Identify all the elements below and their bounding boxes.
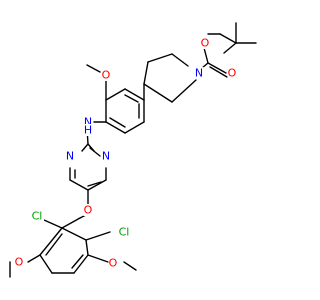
bond xyxy=(207,62,227,74)
atom-label-cl: Cl xyxy=(119,226,130,239)
bond xyxy=(124,94,139,103)
bond xyxy=(87,254,109,263)
atom-label-background xyxy=(194,67,204,79)
atom-label-background xyxy=(65,150,75,162)
bond xyxy=(43,219,63,229)
atom-label-background xyxy=(101,69,111,81)
atom-label-background xyxy=(83,124,93,136)
bond xyxy=(109,117,126,128)
atom-label-background xyxy=(200,37,210,49)
atom-label-o: O xyxy=(15,256,24,269)
bond xyxy=(209,66,228,78)
bond xyxy=(171,79,197,103)
atom-label-background xyxy=(117,226,131,238)
atom-label-background xyxy=(101,150,111,162)
bond xyxy=(124,121,145,134)
bond xyxy=(89,147,101,157)
bond xyxy=(81,143,89,152)
bond xyxy=(61,227,87,241)
bond xyxy=(86,64,101,73)
bond xyxy=(39,227,63,256)
bond xyxy=(143,83,173,103)
atom-label-background xyxy=(30,210,44,222)
bond xyxy=(105,88,126,101)
atom-label-background xyxy=(83,204,93,216)
atom-label-o: O xyxy=(102,69,111,82)
bond xyxy=(87,179,107,191)
bond xyxy=(123,261,137,271)
bond xyxy=(105,121,126,134)
atom-label-n: N xyxy=(195,67,203,80)
bond xyxy=(69,179,89,191)
atom-label-o: O xyxy=(228,67,237,80)
atom-label-o: O xyxy=(84,204,93,217)
atom-label-o: O xyxy=(201,37,210,50)
bond xyxy=(27,254,41,263)
atom-label-cl: Cl xyxy=(32,210,43,223)
canvas-background xyxy=(0,0,300,300)
bond xyxy=(61,217,81,229)
atom-label-n: N xyxy=(84,116,92,129)
bond xyxy=(171,53,189,67)
bond xyxy=(45,233,63,256)
bond xyxy=(85,239,89,256)
atom-label-background xyxy=(14,256,24,268)
bond xyxy=(73,254,89,274)
atom-label-n: N xyxy=(102,150,110,163)
bond xyxy=(71,254,84,269)
bond xyxy=(147,53,173,63)
atom-label-background xyxy=(83,116,93,128)
bond xyxy=(143,61,149,85)
atom-label-background xyxy=(108,257,118,269)
bond xyxy=(87,181,102,187)
bond xyxy=(219,33,237,44)
atom-label-background xyxy=(227,67,237,79)
bond xyxy=(39,254,53,274)
atom-label-n: N xyxy=(66,150,74,163)
atom-label-h: H xyxy=(84,124,92,137)
bond xyxy=(223,42,237,54)
atom-label-o: O xyxy=(109,257,118,270)
bond xyxy=(85,231,111,241)
bond xyxy=(124,88,145,101)
